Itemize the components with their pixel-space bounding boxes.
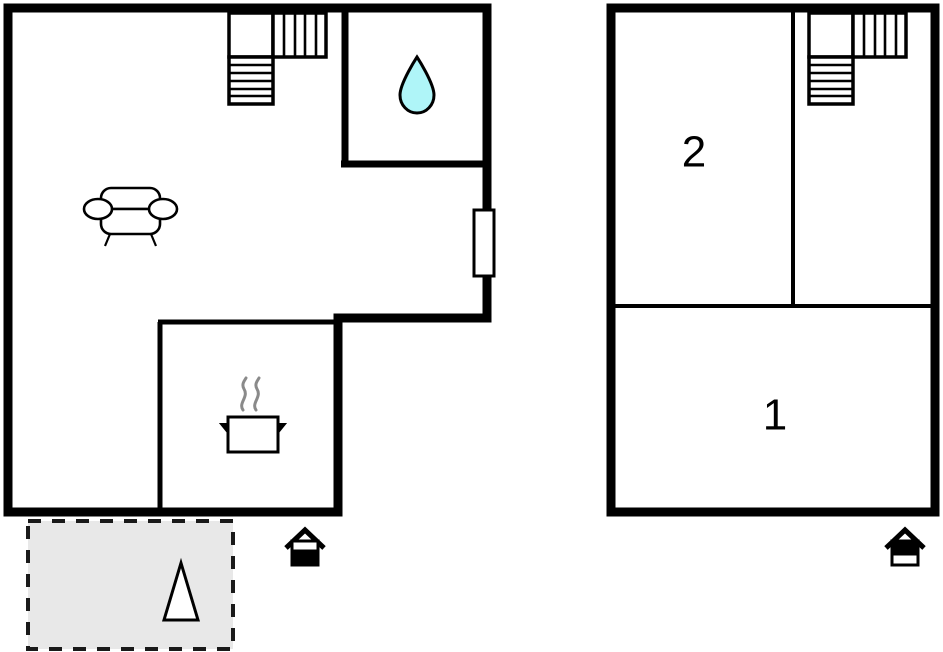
terrace-area	[26, 519, 235, 651]
staircase-icon	[807, 11, 908, 106]
upper-floor-plan: 2 1	[606, 3, 940, 567]
parasol-icon	[161, 557, 201, 622]
window-icon	[472, 208, 496, 278]
house-upper-floor-icon	[884, 526, 926, 567]
sofa-icon	[82, 186, 179, 247]
ground-floor-plan	[3, 3, 496, 651]
ground-floor-outline	[3, 3, 492, 517]
house-ground-floor-icon	[284, 526, 326, 567]
water-drop-icon	[398, 54, 436, 115]
bathroom-room	[341, 8, 487, 168]
staircase-icon	[227, 11, 328, 106]
cooking-pot-icon	[218, 376, 288, 454]
room-label-bedroom-1: 1	[763, 391, 787, 440]
room-label-bedroom-2: 2	[682, 128, 706, 177]
upper-floor-outline	[606, 3, 940, 517]
kitchen-room	[157, 319, 339, 512]
